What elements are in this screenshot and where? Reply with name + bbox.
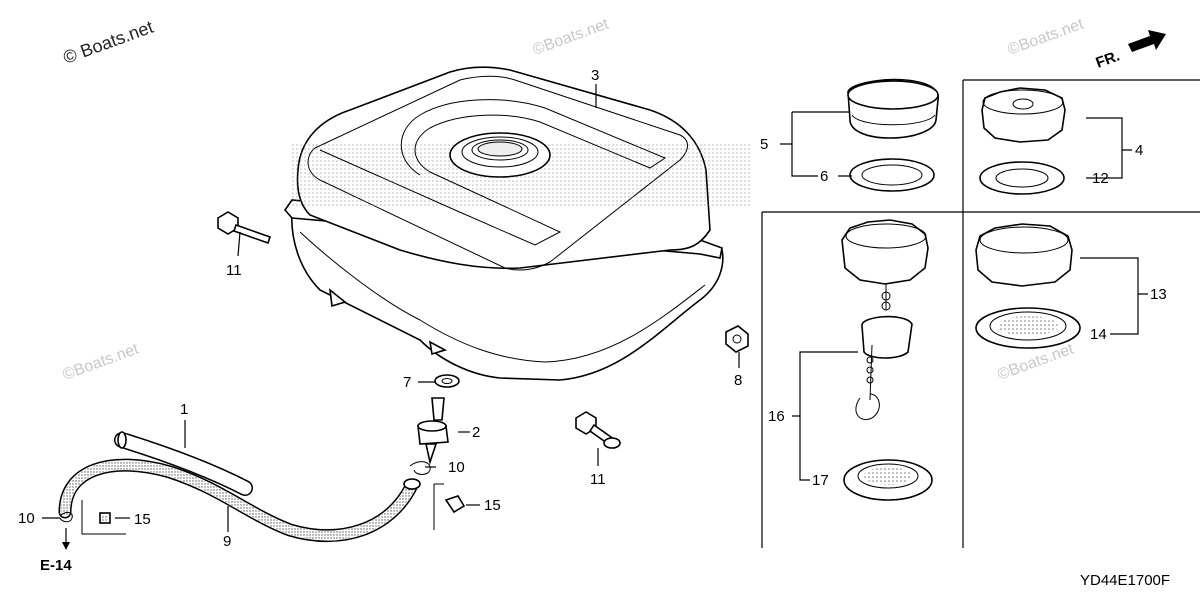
label-15-center: 15 [484, 497, 501, 514]
label-15-left: 15 [134, 511, 151, 528]
fuel-tube-1 [114, 431, 253, 496]
bolt-11-upper [217, 211, 272, 245]
washer-7 [434, 374, 460, 388]
gasket-17 [843, 459, 933, 501]
label-11-lower: 11 [590, 471, 606, 488]
label-17: 17 [812, 472, 829, 489]
label-8: 8 [734, 372, 742, 389]
watermark-top-right: ©Boats.net [1006, 15, 1087, 58]
fuel-cap-5 [847, 78, 939, 139]
reference-link[interactable]: E-14 [40, 557, 72, 574]
clip-10-left [59, 511, 73, 523]
label-13: 13 [1150, 286, 1167, 303]
fuel-joint-2 [417, 397, 449, 465]
front-direction-indicator: FR. [1094, 30, 1166, 72]
fuel-cap-4 [981, 87, 1066, 143]
label-9: 9 [223, 533, 231, 550]
clip-10-center [409, 461, 431, 475]
fr-label: FR. [1094, 48, 1123, 72]
label-7: 7 [403, 374, 411, 391]
fuel-tank [283, 66, 750, 381]
gasket-12 [979, 161, 1065, 195]
label-2: 2 [472, 424, 480, 441]
label-16: 16 [768, 408, 785, 425]
arrow-icon [1128, 30, 1166, 52]
watermark-mid-left: ©Boats.net [61, 340, 142, 383]
label-3: 3 [591, 67, 599, 84]
gasket-14 [975, 307, 1081, 349]
nut-8 [725, 325, 749, 353]
label-11-upper: 11 [226, 262, 242, 279]
clip-15-left [81, 500, 126, 535]
label-1: 1 [180, 401, 188, 418]
label-12: 12 [1092, 170, 1109, 187]
fuel-tube-9 [58, 458, 421, 543]
label-10-center: 10 [448, 459, 465, 476]
watermark-main: © Boats.net [61, 17, 156, 68]
label-4: 4 [1135, 142, 1143, 159]
fuel-cap-13 [975, 223, 1073, 287]
fuel-cap-16 [841, 219, 929, 420]
label-10-left: 10 [18, 510, 35, 527]
callout-labels: 1 2 3 4 5 6 7 8 9 10 10 11 11 12 13 14 1… [18, 67, 1167, 550]
gasket-6 [849, 158, 935, 192]
clip-15-center [433, 483, 466, 530]
label-6: 6 [820, 168, 828, 185]
cap-variant-frames [761, 79, 1200, 548]
label-5: 5 [760, 136, 768, 153]
leader-lines [42, 84, 1148, 550]
label-14: 14 [1090, 326, 1107, 343]
watermark-top-center: ©Boats.net [531, 15, 612, 58]
bolt-11-lower [575, 411, 621, 450]
diagram-code: YD44E1700F [1080, 572, 1170, 589]
